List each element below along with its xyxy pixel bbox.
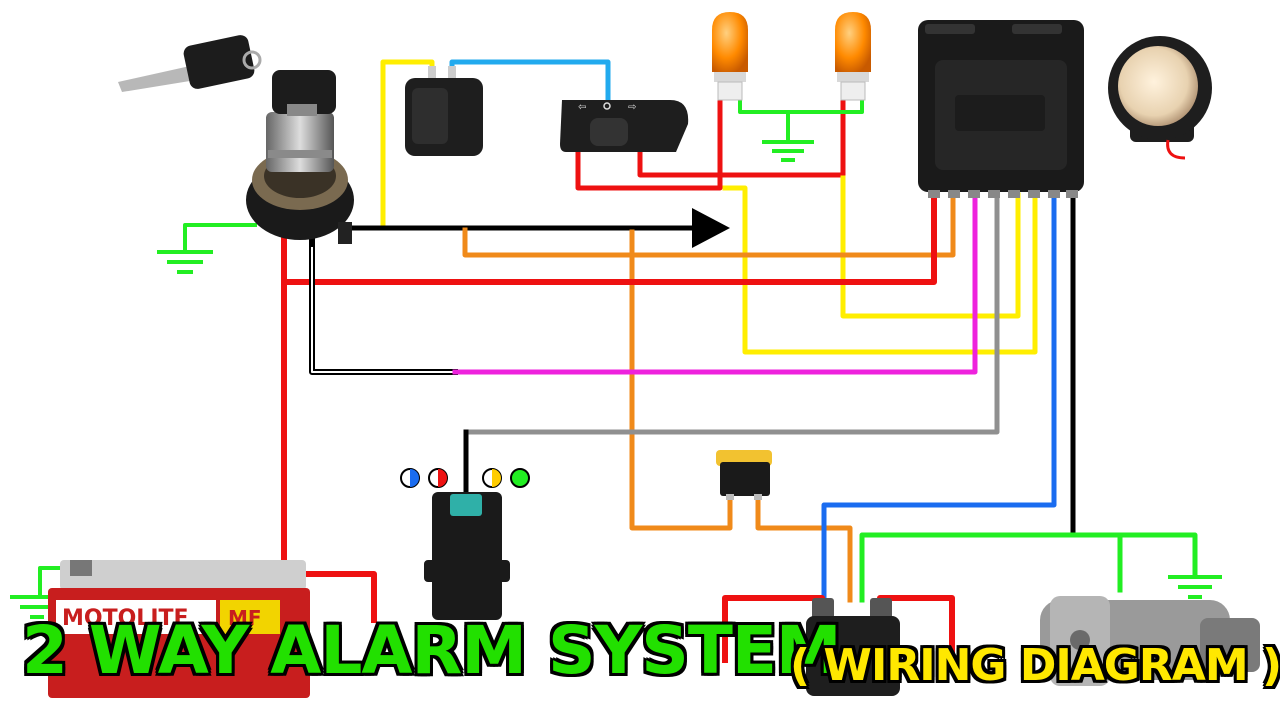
wire-orange-rocker-relay [755, 495, 853, 603]
wire-gray-cdi [463, 192, 1000, 493]
flasher-relay-icon [405, 66, 483, 156]
diagram-title: 2 WAY ALARM SYSTEM [22, 612, 842, 689]
cdi-unit-icon [400, 468, 530, 620]
wire-black-white [309, 237, 458, 375]
wire-blue-module-relay [821, 192, 1057, 603]
wire-red-switch-left-bulb [575, 95, 723, 191]
wire-green-starter [859, 532, 1198, 603]
signal-switch-icon: ⇦ ⇨ [560, 100, 689, 152]
battery-badge: MF [228, 606, 262, 630]
wire-black-white-inner [311, 247, 456, 373]
ground-symbol-icon [157, 250, 213, 274]
starter-motor-icon [1040, 596, 1260, 686]
wire-green-bulb-ground [738, 98, 864, 114]
starter-relay-icon [806, 598, 900, 696]
wire-green-ignition-ground [183, 223, 257, 252]
wire-red-main [281, 192, 937, 285]
turn-signal-bulb-icon [835, 12, 871, 101]
ignition-switch-icon [118, 35, 354, 244]
wire-yellow-right-bulb [840, 175, 1021, 319]
alarm-module-icon [918, 20, 1084, 198]
wire-dot-green-icon [510, 468, 530, 488]
siren-icon [1108, 36, 1212, 160]
ground-symbol-icon [1168, 575, 1222, 599]
wire-orange-to-rocker [629, 229, 733, 531]
center-dot-icon [603, 102, 611, 110]
wire-red-battery [281, 279, 377, 623]
rocker-switch-icon [716, 450, 772, 500]
battery-icon: MOTOLITE MF [48, 560, 310, 698]
diagram-subtitle: ( WIRING DIAGRAM ) [790, 640, 1280, 691]
arrow-head-icon [692, 208, 730, 248]
right-arrow-icon: ⇨ [628, 102, 636, 113]
wire-red-switch-right-bulb [637, 95, 846, 178]
turn-signal-bulb-icon [712, 12, 748, 101]
battery-brand: MOTOLITE [62, 606, 189, 631]
wire-magenta [452, 192, 978, 375]
wire-yellow-left-bulb [722, 185, 1038, 355]
wire-orange-module [462, 192, 956, 258]
ground-symbol-icon [762, 140, 814, 162]
left-arrow-icon: ⇦ [578, 102, 586, 113]
wires [38, 59, 1198, 663]
